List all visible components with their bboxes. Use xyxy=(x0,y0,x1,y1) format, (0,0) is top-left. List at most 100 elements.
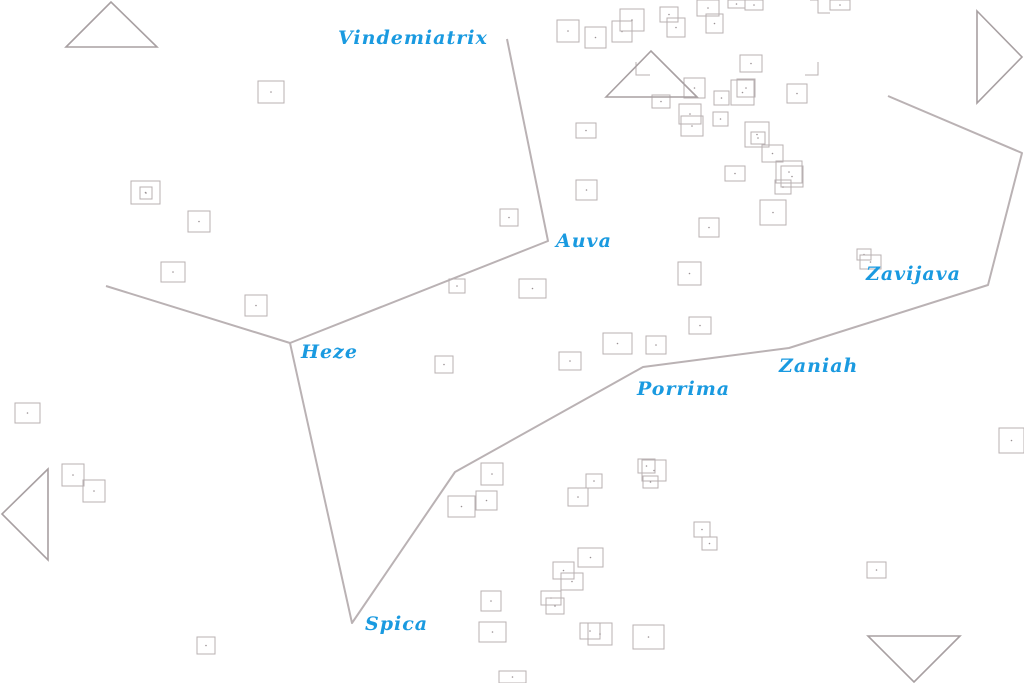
deep-sky-object-dot xyxy=(735,3,738,5)
deep-sky-object-dot xyxy=(456,285,458,287)
deep-sky-object-box xyxy=(659,6,679,23)
deep-sky-object-dot xyxy=(660,100,662,103)
deep-sky-object-box xyxy=(739,54,763,73)
deep-sky-object-dot xyxy=(869,261,872,263)
star-label-porrima[interactable]: Porrima xyxy=(636,378,730,400)
deep-sky-object-dot xyxy=(145,192,147,194)
deep-sky-object-dot xyxy=(593,480,595,482)
deep-sky-object-dot xyxy=(708,542,711,545)
deep-sky-object-dot xyxy=(645,465,648,467)
deep-sky-object-box xyxy=(642,475,659,489)
deep-sky-object-box xyxy=(641,459,667,482)
field-marker-tick xyxy=(805,62,819,76)
deep-sky-object-dot xyxy=(585,189,588,191)
star-label-heze[interactable]: Heze xyxy=(300,341,358,363)
deep-sky-object-dot xyxy=(172,271,174,273)
deep-sky-object-dot xyxy=(599,633,601,635)
star-label-zaniah[interactable]: Zaniah xyxy=(778,355,858,377)
deep-sky-object-box xyxy=(666,17,686,38)
star-label-spica[interactable]: Spica xyxy=(365,613,428,635)
deep-sky-object-box xyxy=(645,335,667,355)
deep-sky-object-box xyxy=(480,590,502,612)
pan-left-icon[interactable] xyxy=(0,467,49,562)
deep-sky-object-dot xyxy=(594,36,597,39)
deep-sky-object-box xyxy=(866,561,887,579)
deep-sky-objects xyxy=(14,0,1024,683)
deep-sky-object-dot xyxy=(443,363,445,366)
deep-sky-object-box xyxy=(518,278,547,299)
star-label-zavijava[interactable]: Zavijava xyxy=(865,263,961,285)
deep-sky-object-box xyxy=(713,90,730,106)
star-label-vindemiatrix[interactable]: Vindemiatrix xyxy=(338,27,488,49)
deep-sky-object-box xyxy=(567,487,589,507)
deep-sky-object-dot xyxy=(631,19,633,21)
deep-sky-object-dot xyxy=(569,360,571,362)
deep-sky-object-dot xyxy=(688,272,691,275)
deep-sky-object-dot xyxy=(577,496,579,498)
deep-sky-object-box xyxy=(187,210,211,233)
deep-sky-object-box xyxy=(577,547,604,568)
deep-sky-object-box xyxy=(602,332,633,355)
deep-sky-object-box xyxy=(736,78,756,98)
deep-sky-object-box xyxy=(677,261,702,286)
deep-sky-object-box xyxy=(637,458,656,474)
deep-sky-object-dot xyxy=(511,676,514,678)
deep-sky-object-box xyxy=(712,111,729,127)
pan-up-icon[interactable] xyxy=(64,0,159,48)
deep-sky-object-box xyxy=(585,473,603,489)
deep-sky-object-dot xyxy=(72,474,74,476)
deep-sky-object-box xyxy=(14,402,41,424)
constellation-line-heze-spica-porrima-zavijava xyxy=(289,95,1023,624)
deep-sky-object-box xyxy=(575,122,597,139)
deep-sky-object-dot xyxy=(796,92,798,95)
deep-sky-object-dot xyxy=(713,22,716,25)
deep-sky-object-box xyxy=(584,26,607,49)
deep-sky-object-dot xyxy=(554,605,556,607)
deep-sky-object-box xyxy=(587,622,613,646)
deep-sky-object-box xyxy=(257,80,285,104)
deep-sky-object-dot xyxy=(255,304,257,307)
deep-sky-object-dot xyxy=(585,129,587,132)
deep-sky-object-dot xyxy=(571,580,573,583)
deep-sky-object-box xyxy=(998,427,1024,454)
deep-sky-object-box xyxy=(619,8,645,32)
deep-sky-object-dot xyxy=(772,211,774,214)
deep-sky-object-dot xyxy=(270,91,272,93)
deep-sky-object-box xyxy=(651,94,671,109)
deep-sky-object-dot xyxy=(508,216,510,219)
deep-sky-object-box xyxy=(499,208,519,227)
deep-sky-object-box xyxy=(560,572,584,591)
deep-sky-object-dot xyxy=(26,412,29,414)
deep-sky-object-dot xyxy=(491,631,494,633)
deep-sky-object-dot xyxy=(757,137,759,139)
pan-right-icon[interactable] xyxy=(976,9,1024,105)
deep-sky-object-box xyxy=(556,19,580,43)
deep-sky-object-dot xyxy=(490,600,492,602)
deep-sky-object-dot xyxy=(693,87,696,89)
deep-sky-object-box xyxy=(786,83,808,104)
deep-sky-object-dot xyxy=(756,133,758,136)
deep-sky-object-dot xyxy=(460,505,463,508)
pan-down-icon[interactable] xyxy=(866,635,962,683)
deep-sky-object-dot xyxy=(589,556,592,559)
deep-sky-object-dot xyxy=(719,118,722,120)
field-marker-tick xyxy=(817,0,830,14)
deep-sky-object-dot xyxy=(1010,439,1013,442)
deep-sky-object-dot xyxy=(701,528,703,531)
zoom-marker-icon[interactable] xyxy=(604,49,699,98)
deep-sky-object-dot xyxy=(562,569,565,572)
constellation-lines xyxy=(105,38,1023,624)
deep-sky-object-dot xyxy=(668,13,670,16)
deep-sky-object-box xyxy=(575,179,598,201)
deep-sky-object-dot xyxy=(655,344,657,346)
deep-sky-object-box xyxy=(696,0,720,17)
deep-sky-object-box xyxy=(480,462,504,486)
deep-sky-object-box xyxy=(160,261,186,283)
deep-sky-object-box xyxy=(761,144,784,163)
star-label-auva[interactable]: Auva xyxy=(554,230,612,252)
deep-sky-object-box xyxy=(750,131,766,145)
deep-sky-object-box xyxy=(61,463,85,487)
